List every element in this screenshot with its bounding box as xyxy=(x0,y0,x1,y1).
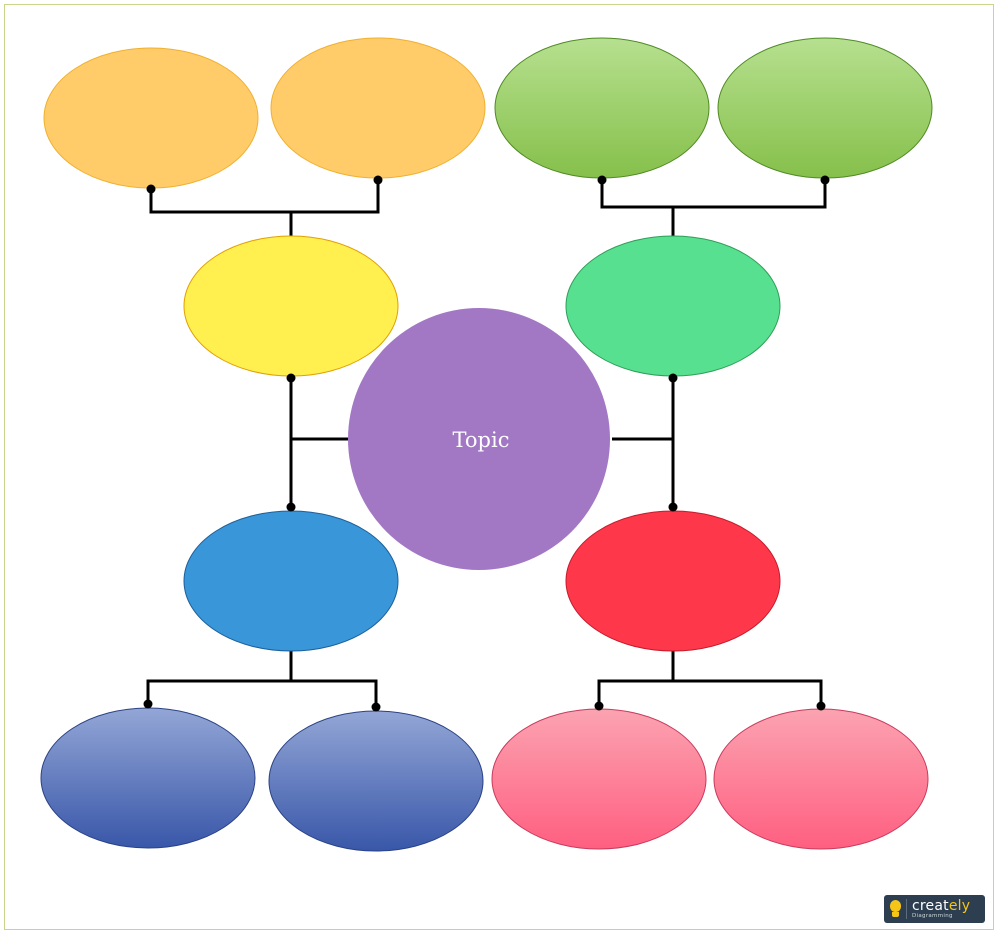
red-branch-node[interactable] xyxy=(565,510,781,652)
blue-branch-node[interactable] xyxy=(183,510,399,652)
orange-leaf-node-2[interactable] xyxy=(270,37,486,179)
blue-leaf-node-1[interactable] xyxy=(40,707,256,849)
connector-dot xyxy=(286,373,296,383)
logo-tagline: Diagramming xyxy=(912,912,953,919)
connector-dots xyxy=(143,175,830,712)
connector-top-left-bracket xyxy=(149,180,380,214)
orange-leaf-node-1[interactable] xyxy=(43,47,259,189)
connector-dot xyxy=(286,502,296,512)
connector-bottom-left-bracket xyxy=(146,679,378,707)
connector-dot xyxy=(371,702,381,712)
topic-circle xyxy=(348,308,610,570)
connector-bottom-right-bracket xyxy=(597,679,823,706)
connector-dot xyxy=(373,175,383,185)
connector-dot xyxy=(597,175,607,185)
logo-name: creately xyxy=(912,897,971,914)
green-branch-node[interactable] xyxy=(565,235,781,377)
lightbulb-icon xyxy=(884,895,906,923)
pink-leaf-node-1[interactable] xyxy=(491,708,707,850)
connector-dot xyxy=(146,184,156,194)
green-leaf-node-1[interactable] xyxy=(494,37,710,179)
yellow-branch-node[interactable] xyxy=(183,235,399,377)
logo-divider xyxy=(906,899,907,919)
connector-lines xyxy=(146,180,827,707)
connector-dot xyxy=(668,373,678,383)
diagram-frame xyxy=(4,4,994,930)
connector-dot xyxy=(594,701,604,711)
topic-node[interactable]: Topic xyxy=(348,308,610,570)
connector-dot xyxy=(816,701,826,711)
topic-label: Topic xyxy=(453,428,510,452)
connector-dot xyxy=(668,502,678,512)
connector-top-right-bracket xyxy=(600,180,827,209)
green-leaf-node-2[interactable] xyxy=(717,37,933,179)
blue-leaf-node-2[interactable] xyxy=(268,710,484,852)
pink-leaf-node-2[interactable] xyxy=(713,708,929,850)
connector-dot xyxy=(820,175,830,185)
logo-wordmark: creately Diagramming xyxy=(912,899,970,920)
creately-logo[interactable]: creately Diagramming xyxy=(884,895,985,923)
connector-dot xyxy=(143,699,153,709)
